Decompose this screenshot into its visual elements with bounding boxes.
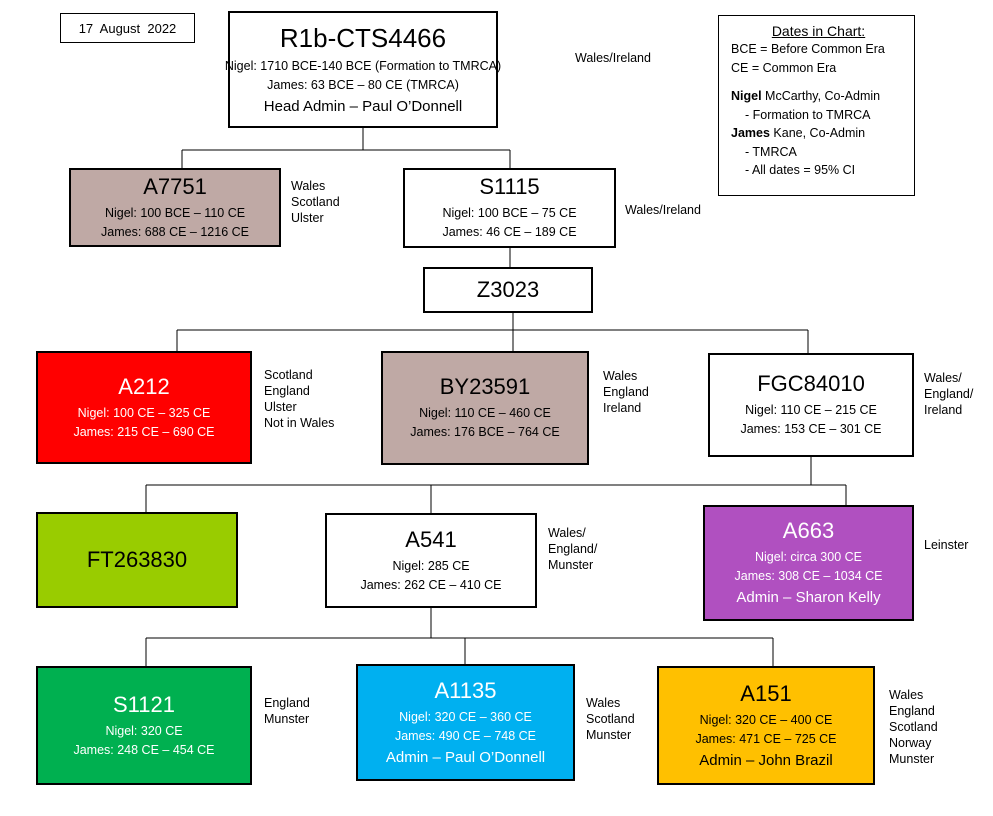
- node-james-dates: James: 176 BCE – 764 CE: [410, 425, 560, 439]
- regions-a541: Wales/ England/ Munster: [548, 526, 598, 572]
- node-nigel-dates: Nigel: 100 BCE – 110 CE: [104, 205, 246, 220]
- node-a151: A151 Nigel: 320 CE – 400 CE James: 471 C…: [657, 666, 875, 785]
- legend-james-note-2: - All dates = 95% CI: [745, 163, 856, 177]
- legend-james-note-1: - TMRCA: [745, 144, 797, 159]
- node-name: A151: [740, 680, 792, 706]
- node-a212: A212 Nigel: 100 CE – 325 CE James: 215 C…: [36, 351, 252, 464]
- regions-a7751: Wales Scotland Ulster: [291, 179, 340, 225]
- node-nigel-dates: Nigel: 100 BCE – 75 CE: [442, 206, 577, 220]
- node-admin: Admin – Paul O’Donnell: [385, 748, 546, 766]
- node-by23591: BY23591 Nigel: 110 CE – 460 CE James: 17…: [381, 351, 589, 465]
- node-a7751: A7751 Nigel: 100 BCE – 110 CE James: 688…: [69, 168, 281, 247]
- node-nigel-dates: Nigel: 320 CE: [105, 723, 183, 738]
- node-james-dates: James: 262 CE – 410 CE: [360, 577, 502, 592]
- node-admin: Admin – John Brazil: [699, 751, 833, 769]
- node-a1135: A1135 Nigel: 320 CE – 360 CE James: 490 …: [356, 664, 575, 781]
- node-nigel-dates: Nigel: 285 CE: [392, 558, 470, 573]
- node-name: Z3023: [476, 277, 540, 302]
- node-r1b-cts4466: R1b-CTS4466 Nigel: 1710 BCE-140 BCE (For…: [224, 11, 502, 128]
- node-james-dates: James: 215 CE – 690 CE: [73, 424, 215, 439]
- node-james-dates: James: 308 CE – 1034 CE: [734, 569, 883, 583]
- node-name: S1121: [113, 691, 175, 717]
- legend-nigel: Nigel McCarthy, Co-Admin: [731, 87, 906, 106]
- node-nigel-dates: Nigel: 320 CE – 400 CE: [699, 712, 833, 727]
- legend-title: Dates in Chart:: [771, 23, 866, 39]
- legend-nigel-name: Nigel: [731, 89, 762, 103]
- node-admin: Head Admin – Paul O’Donnell: [263, 97, 463, 115]
- legend-james-name: James: [731, 126, 770, 140]
- node-name: R1b-CTS4466: [279, 22, 447, 53]
- node-james-dates: James: 153 CE – 301 CE: [740, 422, 882, 436]
- node-nigel-dates: Nigel: 1710 BCE-140 BCE (Formation to TM…: [224, 58, 502, 73]
- regions-a212: Scotland England Ulster Not in Wales: [264, 368, 335, 430]
- node-fgc84010: FGC84010 Nigel: 110 CE – 215 CE James: 1…: [708, 353, 914, 457]
- node-james-dates: James: 46 CE – 189 CE: [442, 225, 577, 239]
- node-name: A7751: [143, 173, 207, 199]
- regions-a151: Wales England Scotland Norway Munster: [889, 688, 938, 766]
- node-name: BY23591: [439, 374, 531, 399]
- regions-fgc84010: Wales/ England/ Ireland: [924, 371, 974, 417]
- node-a663: A663 Nigel: circa 300 CE James: 308 CE –…: [703, 505, 914, 621]
- node-nigel-dates: Nigel: 110 CE – 215 CE: [745, 403, 877, 417]
- node-name: FT263830: [86, 547, 188, 572]
- regions-a1135: Wales Scotland Munster: [586, 696, 635, 742]
- node-james-dates: James: 490 CE – 748 CE: [394, 728, 537, 743]
- legend-james-role: Kane, Co-Admin: [769, 126, 866, 140]
- node-name: FGC84010: [757, 371, 865, 396]
- node-james-dates: James: 688 CE – 1216 CE: [101, 224, 249, 239]
- node-name: S1115: [479, 174, 540, 199]
- node-name: A1135: [434, 677, 497, 703]
- node-nigel-dates: Nigel: circa 300 CE: [755, 550, 862, 564]
- node-james-dates: James: 471 CE – 725 CE: [695, 731, 837, 746]
- node-s1121: S1121 Nigel: 320 CE James: 248 CE – 454 …: [36, 666, 252, 785]
- dates-legend: Dates in Chart: BCE = Before Common Era …: [718, 15, 915, 196]
- node-james-dates: James: 63 BCE – 80 CE (TMRCA): [267, 77, 459, 92]
- node-name: A541: [405, 526, 457, 552]
- node-name: A663: [782, 518, 835, 543]
- node-nigel-dates: Nigel: 110 CE – 460 CE: [419, 406, 551, 420]
- regions-r1b-cts4466: Wales/Ireland: [575, 51, 651, 65]
- node-a541: A541 Nigel: 285 CE James: 262 CE – 410 C…: [325, 513, 537, 608]
- regions-by23591: Wales England Ireland: [603, 369, 649, 415]
- node-ft263830: FT263830: [36, 512, 238, 608]
- node-nigel-dates: Nigel: 320 CE – 360 CE: [399, 709, 532, 724]
- node-z3023: Z3023: [423, 267, 593, 313]
- node-s1115: S1115 Nigel: 100 BCE – 75 CE James: 46 C…: [403, 168, 616, 248]
- regions-a663: Leinster: [924, 538, 969, 552]
- legend-ce: CE = Common Era: [731, 60, 837, 75]
- chart-date: 17 August 2022: [60, 13, 195, 43]
- legend-james: James Kane, Co-Admin: [731, 124, 906, 143]
- regions-s1121: England Munster: [264, 696, 310, 726]
- legend-nigel-role: McCarthy, Co-Admin: [761, 89, 881, 103]
- node-name: A212: [118, 373, 170, 399]
- node-admin: Admin – Sharon Kelly: [736, 589, 881, 606]
- node-james-dates: James: 248 CE – 454 CE: [73, 742, 215, 757]
- legend-nigel-note: - Formation to TMRCA: [745, 107, 871, 122]
- legend-bce: BCE = Before Common Era: [731, 42, 885, 56]
- node-nigel-dates: Nigel: 100 CE – 325 CE: [77, 405, 211, 420]
- regions-s1115: Wales/Ireland: [625, 203, 701, 217]
